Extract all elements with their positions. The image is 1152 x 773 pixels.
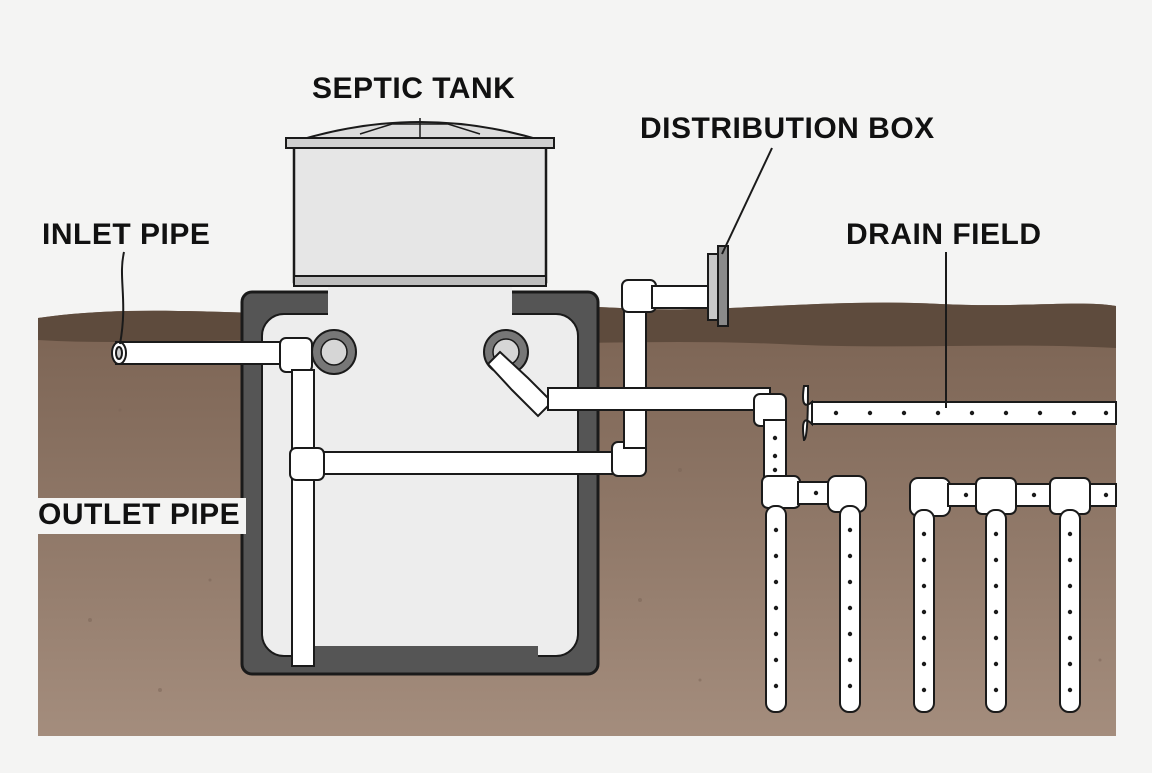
septic-tank [240, 118, 600, 676]
septic-tank-label: SEPTIC TANK [312, 72, 516, 105]
drain-tee-3 [1049, 477, 1091, 515]
inlet-pipe-vertical [291, 369, 315, 667]
drain-field-label: DRAIN FIELD [846, 218, 1042, 251]
riser-lid-rim [285, 137, 555, 149]
outlet-pipe-to-field [547, 387, 771, 411]
leader-lines [119, 147, 947, 408]
internal-pipes [289, 279, 787, 481]
crossover-pipe [313, 451, 615, 475]
distribution-box [707, 245, 729, 327]
drain-tee-2 [975, 477, 1017, 515]
drain-header-top [811, 401, 1117, 425]
inlet-pipe [111, 337, 315, 667]
inlet-port-inner [320, 338, 348, 366]
drain-perforations [772, 410, 1109, 693]
dbox-leader [721, 147, 773, 255]
inlet-pipe-label: INLET PIPE [42, 218, 211, 251]
soil-specks [88, 408, 1102, 692]
riser-lid-ribs [359, 118, 481, 138]
drain-header-bell [802, 385, 813, 442]
inlet-elbow [279, 337, 313, 373]
crossover-elbow-left [289, 447, 325, 481]
dbox-flange [717, 245, 729, 327]
drain-tee-left [761, 475, 801, 509]
outlet-tee [486, 350, 554, 418]
inlet-leader [119, 251, 125, 345]
outlet-pipe-label: OUTLET PIPE [36, 498, 247, 534]
riser-rim [293, 275, 547, 287]
riser-elbow-top [621, 279, 657, 313]
riser [292, 140, 548, 284]
tank-floor [308, 646, 538, 658]
dbox-feed-pipe [651, 285, 711, 309]
distribution-box-label: DISTRIBUTION BOX [640, 112, 935, 145]
inlet-pipe-horizontal [115, 341, 303, 365]
drain-elbow-b [909, 477, 951, 517]
riser-pipe [623, 299, 647, 449]
